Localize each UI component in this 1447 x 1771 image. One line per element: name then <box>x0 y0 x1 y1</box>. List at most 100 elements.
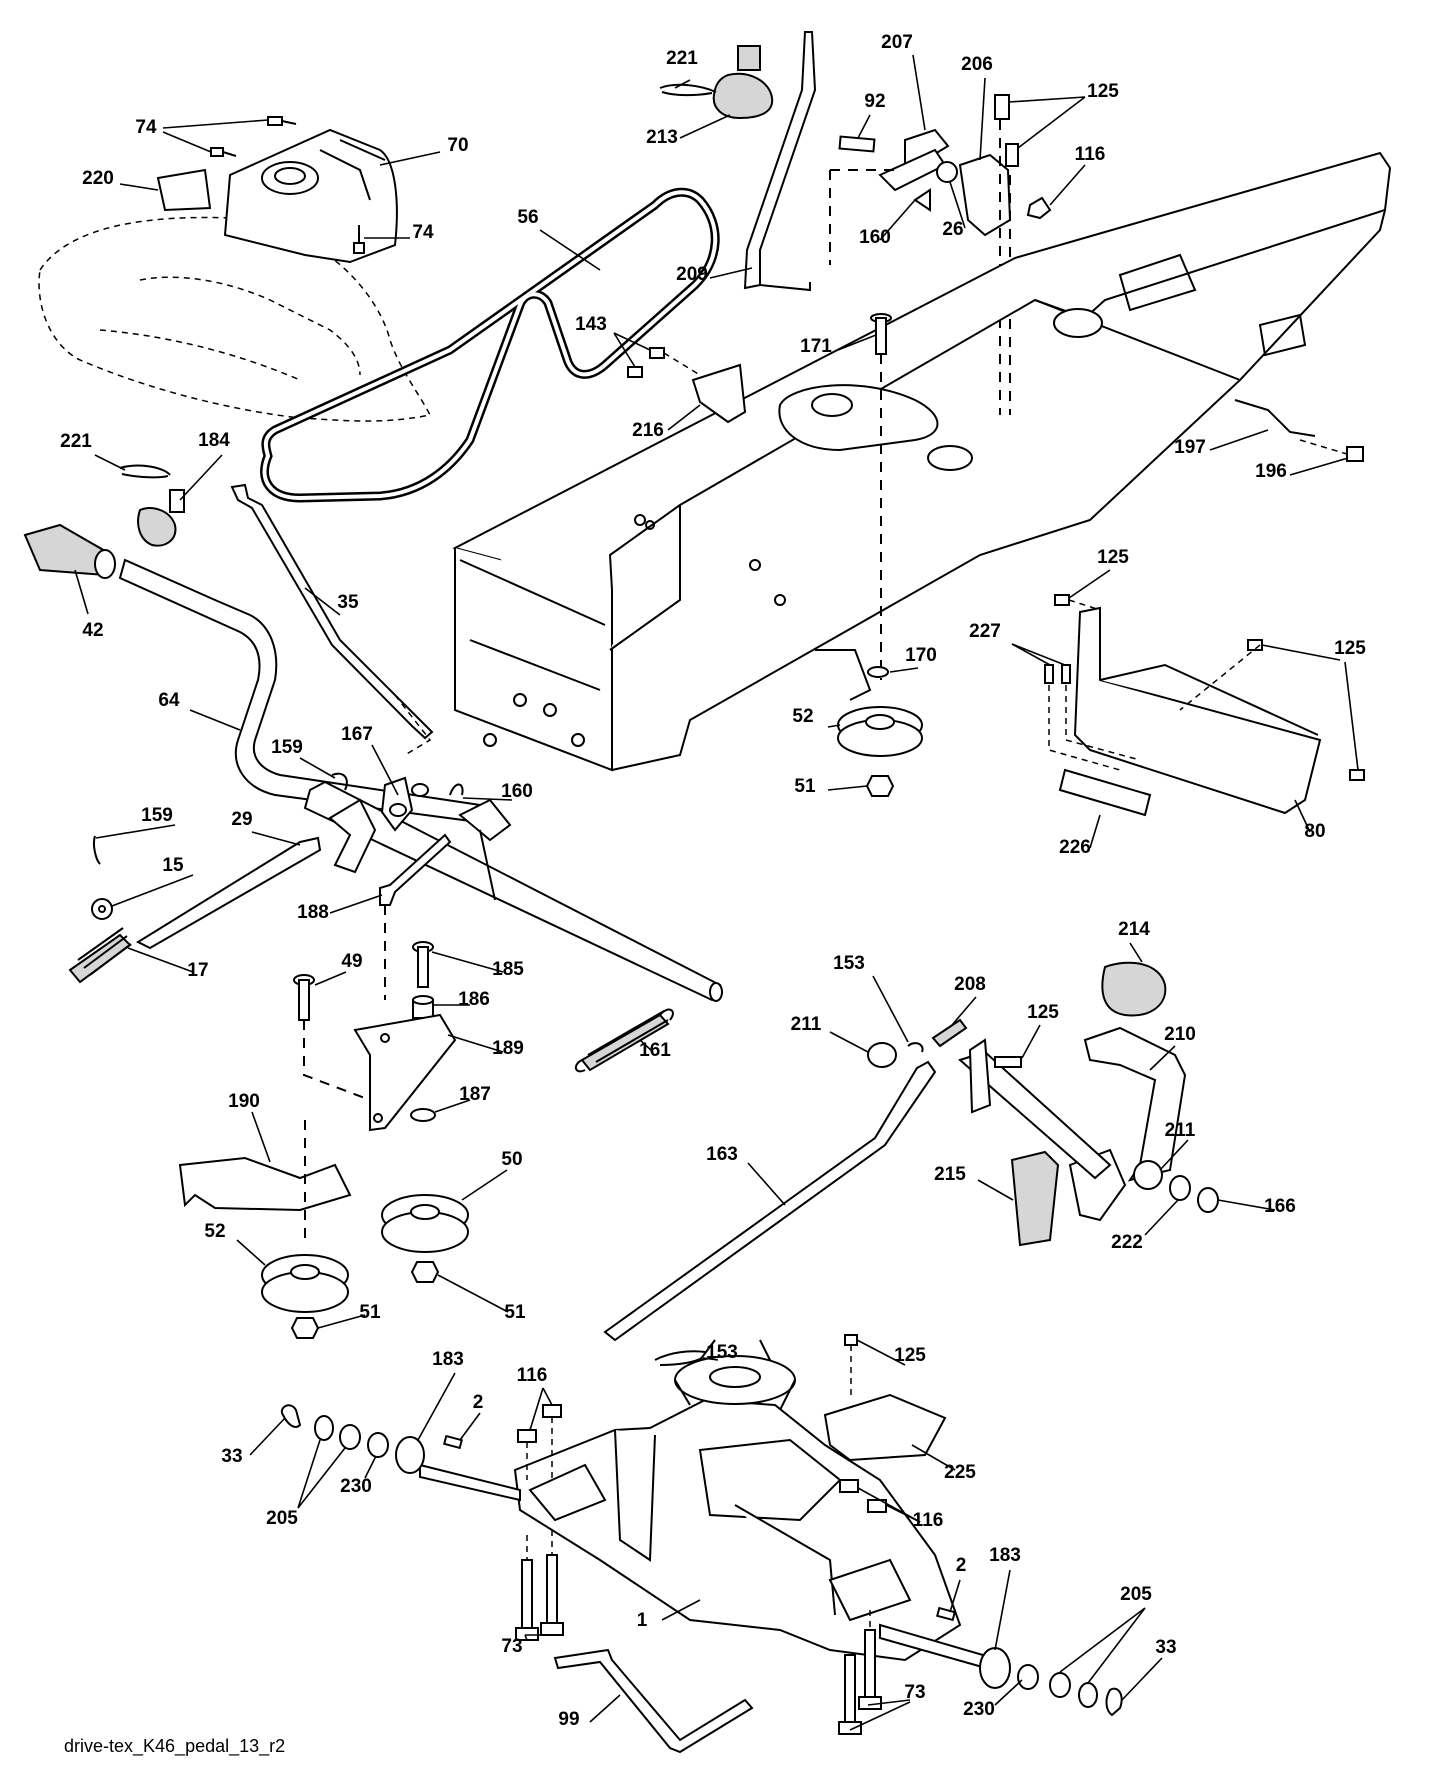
callout-label: 185 <box>492 959 524 980</box>
callout-label: 35 <box>337 592 359 613</box>
callout-label: 197 <box>1174 437 1206 458</box>
callout-label: 125 <box>1334 638 1366 659</box>
callout-label: 230 <box>340 1476 372 1497</box>
pulley-50 <box>381 1194 469 1283</box>
callout-label: 56 <box>517 207 538 228</box>
callout-label: 170 <box>905 645 937 666</box>
callout-label: 1 <box>637 1610 648 1631</box>
callout-label: 222 <box>1111 1232 1143 1253</box>
knob <box>712 45 774 120</box>
left-axle-hardware <box>280 1404 562 1480</box>
callout-label: 2 <box>473 1392 484 1413</box>
callout-label: 29 <box>231 809 252 830</box>
transaxle <box>419 1339 1001 1674</box>
callout-label: 210 <box>1164 1024 1196 1045</box>
callout-label: 2 <box>956 1555 967 1576</box>
rod-35 <box>230 483 434 740</box>
pulley-52-lower <box>261 1254 349 1339</box>
callout-label: 220 <box>82 168 114 189</box>
callout-label: 143 <box>575 314 607 335</box>
callout-label: 227 <box>969 621 1001 642</box>
callout-label: 116 <box>517 1365 548 1386</box>
callout-label: 74 <box>135 117 157 138</box>
callout-label: 171 <box>800 336 832 357</box>
callout-label: 153 <box>833 953 865 974</box>
callout-label: 166 <box>1264 1196 1296 1217</box>
clutch-arms <box>328 772 512 901</box>
callout-label: 125 <box>1097 547 1129 568</box>
callout-label: 70 <box>447 135 468 156</box>
spring-161 <box>574 1008 674 1073</box>
rod-188 <box>379 833 452 906</box>
callout-label: 205 <box>1120 1584 1152 1605</box>
callout-label: 206 <box>961 54 993 75</box>
hair-pin-clip <box>659 83 717 97</box>
callout-label: 33 <box>1155 1637 1176 1658</box>
callout-label: 161 <box>639 1040 671 1061</box>
callout-label: 183 <box>432 1349 464 1370</box>
callout-label: 196 <box>1255 461 1287 482</box>
callout-label: 186 <box>458 989 490 1010</box>
callout-label: 211 <box>791 1014 822 1035</box>
hair-pin-221-left <box>119 464 171 479</box>
callout-label: 221 <box>60 431 92 452</box>
callout-label: 125 <box>1087 81 1119 102</box>
callout-label: 209 <box>676 264 708 285</box>
guard-190 <box>178 1156 352 1212</box>
callout-label: 159 <box>271 737 303 758</box>
bolt-171 <box>870 313 892 680</box>
callout-label: 52 <box>204 1221 225 1242</box>
callout-label: 50 <box>501 1149 522 1170</box>
diagram-caption: drive-tex_K46_pedal_13_r2 <box>64 1736 285 1757</box>
callout-label: 183 <box>989 1545 1021 1566</box>
hood-outline <box>38 216 432 422</box>
tie-rod <box>1234 399 1316 437</box>
callout-label: 167 <box>341 724 373 745</box>
rod-163 <box>603 1060 937 1342</box>
handle-grip <box>23 523 116 579</box>
pedal-pad-214 <box>1101 961 1167 1017</box>
callout-label: 51 <box>794 776 816 797</box>
callout-label: 153 <box>706 1342 738 1363</box>
screws-74 <box>210 116 365 254</box>
callout-label: 74 <box>412 222 434 243</box>
idler-pulley-upper <box>815 649 923 797</box>
callout-label: 190 <box>228 1091 260 1112</box>
idler-bracket <box>293 941 457 1132</box>
callout-label: 99 <box>558 1709 579 1730</box>
bolts-73 <box>515 1530 882 1735</box>
drive-belt <box>260 187 720 503</box>
callout-label: 15 <box>162 855 184 876</box>
callout-label: 159 <box>141 805 173 826</box>
callout-label: 51 <box>359 1302 381 1323</box>
callout-label: 116 <box>1075 144 1106 165</box>
bracket-225 <box>654 1334 947 1462</box>
bracket-216 <box>627 347 747 424</box>
callout-label: 221 <box>666 48 698 69</box>
callout-label: 230 <box>963 1699 995 1720</box>
callout-label: 73 <box>904 1682 925 1703</box>
callout-label: 213 <box>646 127 678 148</box>
callout-label: 207 <box>881 32 913 53</box>
pedal-shaft <box>867 1018 1219 1213</box>
callout-label: 160 <box>501 781 533 802</box>
leader-lines <box>74 54 1359 1731</box>
bolt-196 <box>1299 439 1364 462</box>
callout-label: 214 <box>1118 919 1150 940</box>
callout-label: 51 <box>504 1302 526 1323</box>
rod-29 <box>68 835 322 984</box>
shift-linkage <box>838 94 1052 237</box>
callout-label: 205 <box>266 1508 298 1529</box>
callout-label: 225 <box>944 1462 976 1483</box>
callout-label: 184 <box>198 430 230 451</box>
dash-cover <box>223 128 398 264</box>
callout-label: 208 <box>954 974 986 995</box>
callout-label: 216 <box>632 420 664 441</box>
callout-label: 226 <box>1059 837 1091 858</box>
callout-label: 42 <box>82 620 103 641</box>
pedal-cover-215 <box>1010 1150 1060 1247</box>
rod-99 <box>553 1648 754 1754</box>
callout-label: 125 <box>894 1345 926 1366</box>
callout-label: 116 <box>913 1510 944 1531</box>
callout-label: 26 <box>942 219 963 240</box>
